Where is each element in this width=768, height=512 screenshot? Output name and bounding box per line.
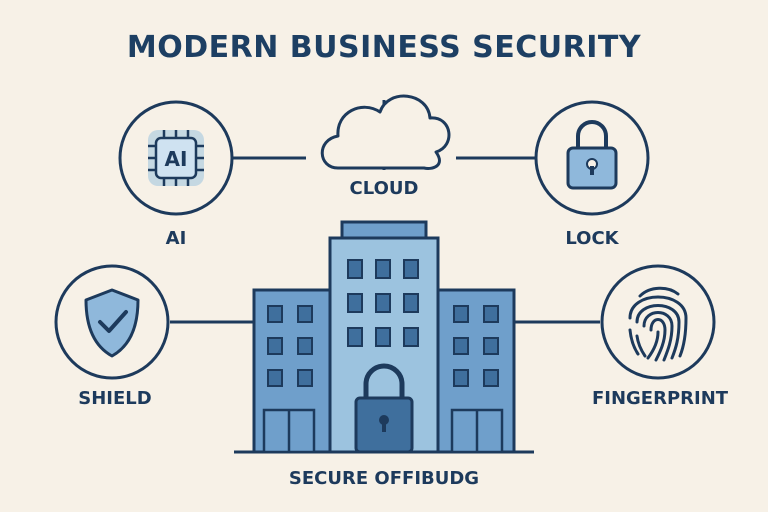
ai-chip-icon: AI [148, 130, 204, 186]
building-label: SECURE OFFIBUDG [288, 468, 480, 489]
ai-chip-text: AI [165, 147, 188, 171]
shield-check-icon [84, 288, 140, 358]
shield-node[interactable] [54, 264, 170, 380]
shield-label: SHIELD [78, 388, 152, 409]
cloud-node[interactable] [320, 94, 451, 170]
office-building-icon[interactable] [234, 220, 534, 454]
building-doors [262, 408, 504, 454]
fingerprint-circle [600, 264, 716, 380]
fingerprint-icon [628, 286, 688, 362]
ai-node[interactable]: AI [118, 100, 234, 216]
lock-label: LOCK [565, 228, 619, 249]
fingerprint-node[interactable] [600, 264, 716, 380]
cloud-icon [320, 94, 451, 170]
ai-label: AI [165, 228, 187, 249]
diagram-title: MODERN BUSINESS SECURITY [126, 30, 642, 65]
cloud-label: CLOUD [349, 178, 419, 199]
lock-node[interactable] [534, 100, 650, 216]
fingerprint-label: FINGERPRINT [591, 388, 729, 409]
building-windows [267, 259, 499, 387]
building-padlock-icon [354, 363, 414, 454]
padlock-icon [566, 120, 618, 190]
